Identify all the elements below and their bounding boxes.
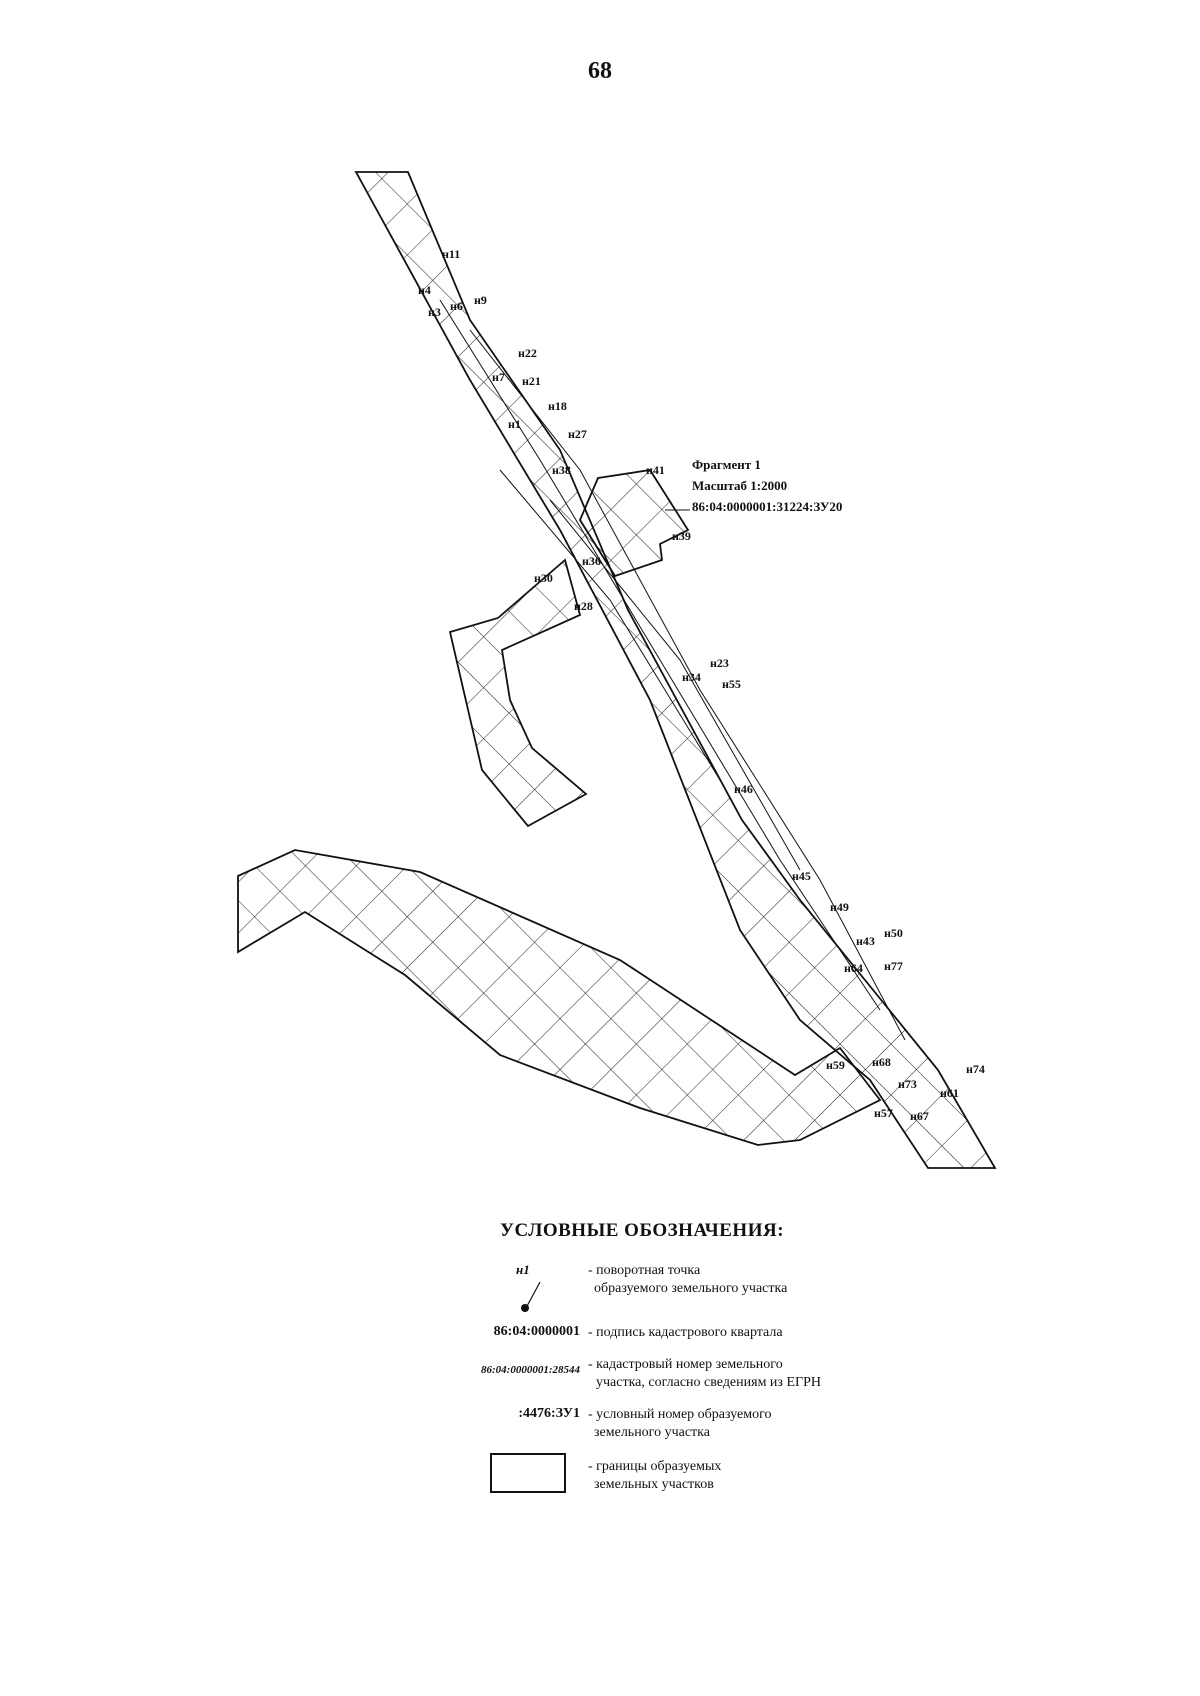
point-label: н59 — [826, 1058, 845, 1072]
point-label: н21 — [522, 374, 541, 388]
legend-desc-turning-point: - поворотная точка образуемого земельног… — [588, 1262, 908, 1298]
point-label: н50 — [884, 926, 903, 940]
legend-key-quarter: 86:04:0000001 — [493, 1324, 580, 1339]
corridor-inner-lines — [439, 299, 906, 1041]
point-label: н45 — [792, 869, 811, 883]
point-label: н61 — [940, 1086, 959, 1100]
point-label: н4 — [418, 283, 431, 297]
point-label: н46 — [734, 782, 753, 796]
point-label: н30 — [534, 571, 553, 585]
legend-desc-line: - условный номер образуемого — [588, 1407, 772, 1422]
point-label: н1 — [508, 417, 521, 431]
legend-desc-line: участка, согласно сведениям из ЕГРН — [596, 1375, 821, 1390]
point-label: н18 — [548, 399, 567, 413]
point-label: н64 — [844, 961, 863, 975]
legend-desc-quarter: - подпись кадастрового квартала — [588, 1324, 908, 1342]
legend-desc-line: земельного участка — [594, 1425, 710, 1440]
legend-desc-line: земельных участков — [594, 1477, 714, 1492]
point-label: н6 — [450, 299, 463, 313]
legend-desc-line: - границы образуемых — [588, 1459, 722, 1474]
boundary-swatch — [490, 1453, 566, 1493]
point-label: н57 — [874, 1106, 893, 1120]
point-label: н36 — [582, 554, 601, 568]
point-label: н27 — [568, 427, 587, 441]
legend-desc-line: - поворотная точка — [588, 1263, 701, 1278]
page-number: 68 — [588, 58, 612, 84]
point-label: н39 — [672, 529, 691, 543]
point-label: н38 — [552, 463, 571, 477]
legend-title: УСЛОВНЫЕ ОБОЗНАЧЕНИЯ: — [500, 1220, 785, 1241]
parcel-block-h41 — [578, 469, 690, 578]
legend-key-turning-point: н1 — [516, 1262, 530, 1277]
point-label: н7 — [492, 370, 505, 384]
point-label: н9 — [474, 293, 487, 307]
point-label: н55 — [722, 677, 741, 691]
legend-key-conditional-number: :4476:ЗУ1 — [518, 1406, 580, 1421]
point-label: н41 — [646, 463, 665, 477]
point-label: н22 — [518, 346, 537, 360]
legend-desc-cadastral-number: - кадастровый номер земельного участка, … — [588, 1356, 908, 1392]
point-label: н49 — [830, 900, 849, 914]
point-label: н23 — [710, 656, 729, 670]
fragment-title: Фрагмент 1 — [692, 457, 761, 472]
legend-desc-line: образуемого земельного участка — [594, 1281, 788, 1296]
point-label: н3 — [428, 305, 441, 319]
point-label: н34 — [682, 670, 701, 684]
point-label: н43 — [856, 934, 875, 948]
parcel-hook — [448, 558, 588, 828]
legend-desc-line: - кадастровый номер земельного — [588, 1357, 783, 1372]
cadastral-map: Фрагмент 1 Масштаб 1:2000 86:04:0000001:… — [237, 171, 997, 1169]
legend-desc-boundaries: - границы образуемых земельных участков — [588, 1458, 908, 1494]
legend-key-cadastral-number: 86:04:0000001:28544 — [481, 1364, 580, 1376]
point-label: н11 — [442, 247, 460, 261]
turning-point-icon — [521, 1281, 541, 1312]
point-label: н67 — [910, 1109, 929, 1123]
parcel-lower-band — [237, 849, 882, 1146]
fragment-parcel-id: 86:04:0000001:31224:ЗУ20 — [692, 499, 842, 514]
fragment-scale: Масштаб 1:2000 — [692, 478, 787, 493]
point-label: н28 — [574, 599, 593, 613]
point-label: н77 — [884, 959, 903, 973]
point-label: н74 — [966, 1062, 985, 1076]
legend-desc-conditional-number: - условный номер образуемого земельного … — [588, 1406, 908, 1442]
point-label: н68 — [872, 1055, 891, 1069]
legend-desc-line: - подпись кадастрового квартала — [588, 1325, 783, 1340]
point-label: н73 — [898, 1077, 917, 1091]
